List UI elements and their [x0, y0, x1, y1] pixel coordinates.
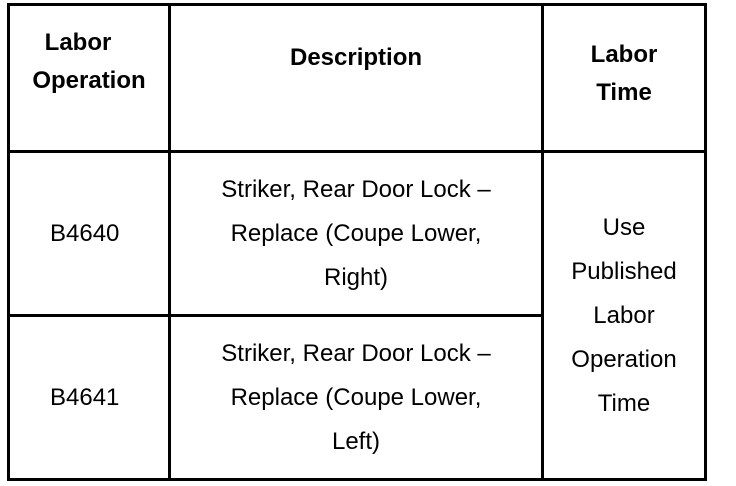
row-1-description: Striker, Rear Door Lock – Replace (Coupe… — [171, 153, 541, 314]
table-border-bottom — [7, 478, 707, 481]
header-description: Description — [171, 6, 541, 110]
row-2-description-line-2: Replace (Coupe Lower, — [230, 383, 482, 411]
row-1-description-line-2: Replace (Coupe Lower, — [230, 219, 482, 247]
header-labor-operation-line-2: Operation — [32, 67, 146, 94]
header-labor-time-line-2: Time — [596, 79, 652, 106]
header-labor-time: Labor Time — [544, 6, 704, 150]
header-labor-operation-line-1: Labor — [44, 29, 112, 56]
row-1-description-line-3: Right) — [323, 263, 389, 291]
table-border-right — [704, 3, 707, 481]
row-1-operation-code: B4640 — [50, 219, 120, 247]
header-labor-operation: Labor Operation — [10, 6, 168, 150]
column-divider-1 — [168, 3, 171, 481]
labor-time-line-4: Operation — [571, 345, 677, 373]
table-border-top — [7, 3, 707, 6]
row-divider — [7, 314, 544, 317]
labor-time-merged-cell: Use Published Labor Operation Time — [544, 153, 704, 478]
row-2-operation: B4641 — [10, 317, 168, 478]
labor-time-line-5: Time — [597, 389, 651, 417]
row-2-operation-code: B4641 — [50, 383, 120, 411]
header-description-text: Description — [289, 44, 423, 71]
row-1-operation: B4640 — [10, 153, 168, 314]
header-divider — [7, 150, 707, 153]
labor-time-line-1: Use — [602, 213, 646, 241]
row-2-description-line-1: Striker, Rear Door Lock – — [221, 339, 491, 367]
row-2-description: Striker, Rear Door Lock – Replace (Coupe… — [171, 317, 541, 478]
row-1-description-line-1: Striker, Rear Door Lock – — [221, 175, 491, 203]
header-labor-time-line-1: Labor — [590, 41, 658, 68]
column-divider-2 — [541, 3, 544, 481]
labor-time-line-2: Published — [571, 257, 677, 285]
table-border-left — [7, 3, 10, 481]
row-2-description-line-3: Left) — [331, 427, 381, 455]
labor-time-line-3: Labor — [593, 301, 655, 329]
